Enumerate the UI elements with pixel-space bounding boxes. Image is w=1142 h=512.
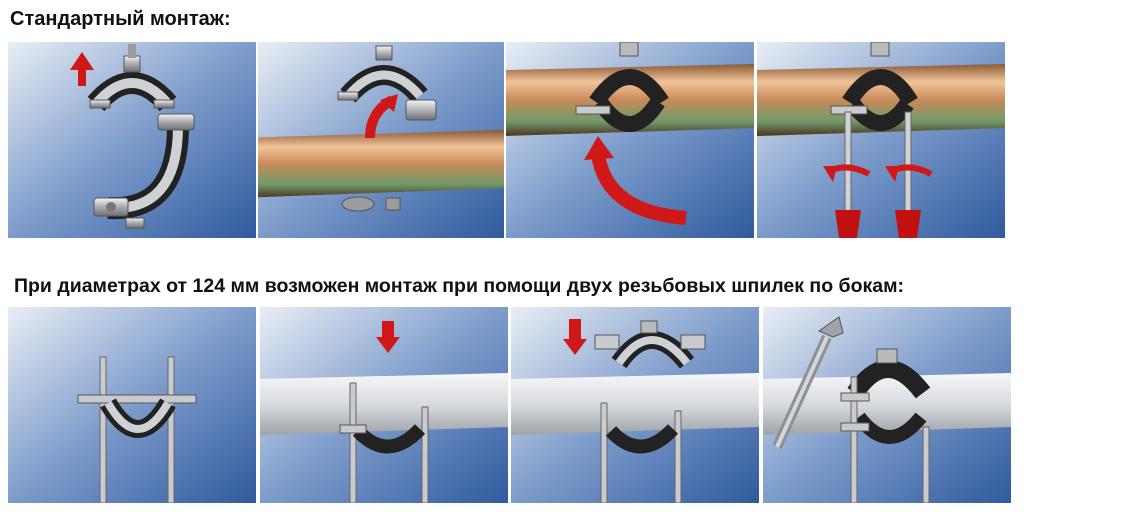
upper-clamp-place-icon	[511, 307, 759, 503]
threaded-rods-clamp-icon	[8, 307, 256, 503]
large-step-3-image	[511, 307, 759, 503]
large-step-4-image	[763, 307, 1011, 503]
wrench-tighten-icon	[763, 307, 1011, 503]
curved-arrow-icon	[584, 136, 614, 160]
down-arrow-icon	[563, 319, 587, 355]
standard-mount-heading: Стандартный монтаж:	[10, 8, 231, 30]
standard-step-1-image	[8, 42, 256, 238]
large-step-2-image	[260, 307, 508, 503]
curved-arrow-icon	[380, 94, 398, 112]
down-arrow-icon	[376, 321, 400, 353]
standard-step-3-image	[506, 42, 754, 238]
grey-pipe-place-icon	[260, 307, 508, 503]
large-step-1-image	[8, 307, 256, 503]
standard-step-2-image	[258, 42, 504, 238]
up-arrow-icon	[70, 52, 94, 86]
copper-pipe-insert-icon	[258, 42, 504, 238]
screwdriver-handle-icon	[835, 210, 861, 238]
screw-tighten-icon	[757, 42, 1005, 238]
clamp-close-icon	[506, 42, 754, 238]
open-clamp-icon	[8, 42, 256, 238]
standard-step-4-image	[757, 42, 1005, 238]
large-diameter-mount-heading: При диаметрах от 124 мм возможен монтаж …	[14, 275, 905, 297]
